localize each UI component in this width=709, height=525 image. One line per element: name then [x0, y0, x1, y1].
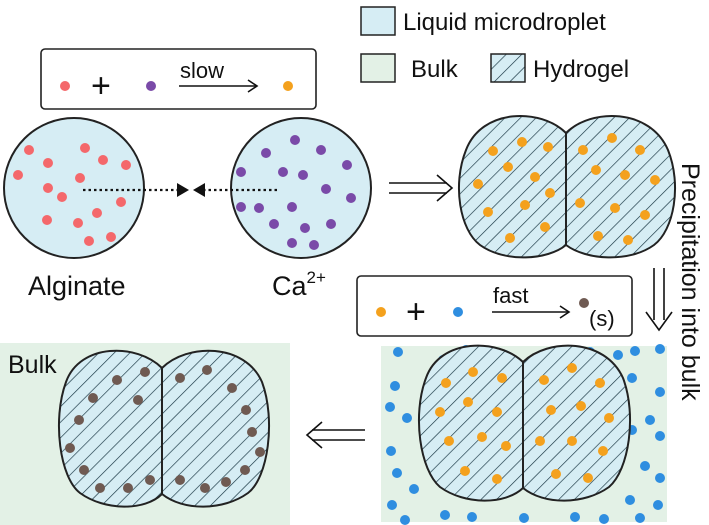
intermediate-dot — [283, 81, 293, 91]
calcium-droplet — [230, 117, 372, 259]
reaction-arrow-head — [247, 79, 259, 93]
calcium-ions — [236, 135, 356, 250]
approach-arrows — [83, 183, 277, 197]
legend-label-bulk: Bulk — [411, 56, 459, 83]
precipitation-label: Precipitation into bulk — [676, 163, 704, 401]
legend-swatch-bulk — [360, 53, 396, 83]
legend-swatch-hydrogel — [490, 53, 526, 83]
precipitation-arrow — [645, 268, 673, 332]
alginate-dot — [60, 81, 70, 91]
intermediate-dot — [376, 307, 386, 317]
intermediate-molecules-bottom — [435, 363, 614, 484]
calcium-dot — [146, 81, 156, 91]
intermediate-molecules-top — [473, 133, 660, 245]
precipitate-molecules — [65, 365, 265, 493]
legend: Liquid microdroplet Bulk Hydrogel — [360, 6, 629, 83]
alginate-molecules — [13, 143, 131, 246]
bulk-panel-right — [381, 344, 667, 525]
coalescence-arrow — [389, 174, 454, 202]
legend-label-hydrogel: Hydrogel — [533, 56, 629, 83]
plus-sign: + — [406, 293, 426, 331]
legend-swatch-liquid — [360, 6, 396, 36]
reaction-arrow-head — [559, 305, 571, 319]
approach-arrow-head-right — [177, 183, 189, 197]
alginate-droplet — [3, 117, 145, 259]
calcium-label: Ca2+ — [272, 268, 326, 301]
legend-label-liquid: Liquid microdroplet — [403, 9, 606, 36]
alginate-label: Alginate — [28, 271, 126, 301]
precipitate-dot — [579, 298, 589, 308]
transfer-arrow — [305, 421, 365, 449]
slow-label: slow — [180, 58, 224, 83]
reaction-fast-box: + fast (s) — [356, 275, 633, 337]
fast-label: fast — [493, 283, 528, 308]
approach-arrow-head-left — [193, 183, 205, 197]
merged-hydrogel-droplet — [457, 115, 677, 259]
fast-reactant-dot — [453, 307, 463, 317]
bulk-corner-label: Bulk — [8, 351, 57, 379]
plus-sign: + — [91, 67, 111, 105]
precipitate-state: (s) — [589, 306, 615, 331]
bulk-panel-left: Bulk — [0, 343, 290, 525]
reaction-slow-box: + slow — [40, 48, 317, 110]
